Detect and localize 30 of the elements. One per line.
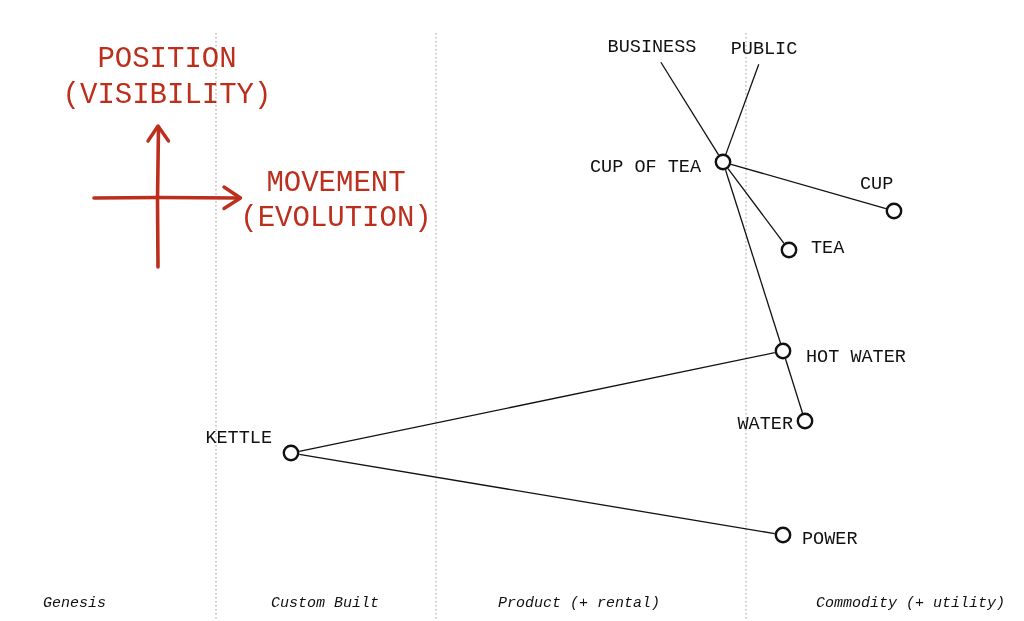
anchor-label: BUSINESS: [607, 38, 697, 58]
connector-line: [727, 168, 785, 244]
anchor-label: PUBLIC: [730, 40, 798, 60]
component-label: HOT WATER: [806, 348, 906, 368]
component-node: [796, 412, 814, 430]
component-node: [282, 444, 300, 462]
component-label: KETTLE: [205, 429, 272, 449]
component-label: CUP: [860, 175, 894, 195]
component-label: TEA: [811, 239, 845, 259]
stage-label: Commodity (+ utility): [816, 595, 1006, 611]
axis-label: MOVEMENT (EVOLUTION): [240, 165, 432, 236]
component-node: [774, 342, 792, 360]
component-label: POWER: [802, 530, 858, 550]
connector-line: [660, 61, 720, 156]
stage-label: Custom Built: [271, 595, 380, 611]
connector-line: [730, 163, 887, 210]
connector-line: [298, 352, 776, 452]
stage-label: Genesis: [43, 595, 106, 611]
component-label: WATER: [737, 415, 793, 435]
connector-line: [298, 453, 776, 535]
component-node: [780, 241, 798, 259]
component-node: [885, 202, 903, 220]
axis-label: POSITION (VISIBILITY): [62, 42, 272, 114]
stage-label: Product (+ rental): [498, 595, 661, 611]
connector-line: [784, 358, 804, 414]
component-label: CUP OF TEA: [589, 158, 701, 178]
component-node: [714, 153, 732, 171]
connector-line: [724, 169, 782, 344]
component-node: [774, 526, 792, 544]
connector-line: [725, 63, 760, 155]
